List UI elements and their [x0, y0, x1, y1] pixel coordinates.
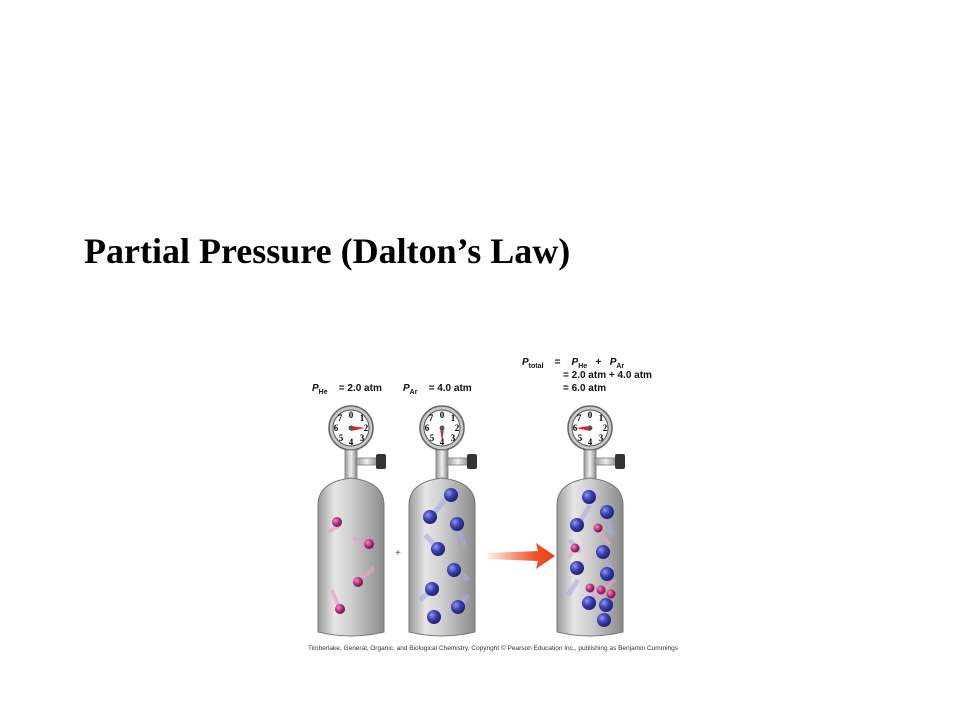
gauge-needle: [440, 428, 444, 442]
argon-pressure-label: PAr = 4.0 atm: [403, 383, 472, 396]
argon-tank: 012 345 67: [408, 405, 477, 637]
mixing-arrow-icon: [488, 543, 555, 569]
svg-text:6: 6: [334, 423, 339, 433]
valve-knob-icon: [376, 454, 386, 469]
svg-text:7: 7: [338, 413, 343, 423]
svg-text:5: 5: [578, 433, 583, 443]
slide-title: Partial Pressure (Dalton’s Law): [84, 231, 571, 271]
svg-text:3: 3: [599, 433, 604, 443]
svg-text:4: 4: [588, 437, 593, 447]
svg-text:2: 2: [364, 423, 369, 433]
svg-text:6: 6: [425, 423, 430, 433]
total-pressure-equation-line3: = 6.0 atm: [563, 383, 607, 394]
svg-text:1: 1: [360, 413, 365, 423]
svg-text:4: 4: [349, 437, 354, 447]
svg-text:3: 3: [360, 433, 365, 443]
image-credit: Timberlake, General, Organic, and Biolog…: [308, 645, 679, 652]
svg-text:1: 1: [451, 413, 456, 423]
svg-text:2: 2: [455, 423, 460, 433]
svg-text:5: 5: [339, 433, 344, 443]
helium-pressure-label: PHe = 2.0 atm: [312, 383, 382, 396]
svg-text:4: 4: [440, 437, 445, 447]
svg-text:0: 0: [349, 410, 354, 420]
svg-text:7: 7: [577, 413, 582, 423]
svg-text:3: 3: [451, 433, 456, 443]
gauge-needle: [351, 426, 365, 431]
valve-knob-icon: [467, 454, 477, 469]
svg-text:7: 7: [429, 413, 434, 423]
svg-text:6: 6: [573, 423, 578, 433]
valve-knob-icon: [615, 454, 625, 469]
svg-text:5: 5: [430, 433, 435, 443]
gauge-needle: [576, 426, 590, 431]
svg-text:0: 0: [588, 410, 593, 420]
total-pressure-equation-line1: Ptotal = PHe + PAr: [522, 357, 625, 370]
svg-text:0: 0: [440, 410, 445, 420]
plus-sign: +: [395, 548, 401, 559]
svg-text:2: 2: [603, 423, 608, 433]
total-pressure-equation-line2: = 2.0 atm + 4.0 atm: [563, 370, 652, 381]
svg-text:1: 1: [599, 413, 604, 423]
